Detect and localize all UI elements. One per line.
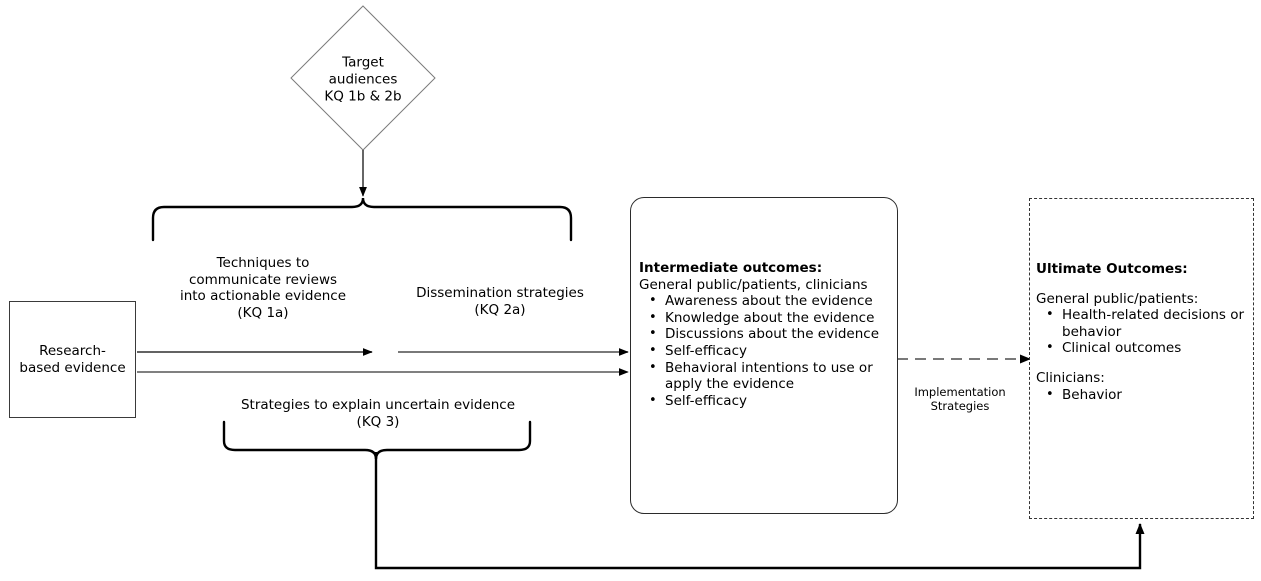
list-item: Behavioral intentions to use or apply th… bbox=[649, 360, 891, 393]
techniques-line4: (KQ 1a) bbox=[237, 304, 289, 321]
target-audiences-node: Target audiences KQ 1b & 2b bbox=[291, 5, 435, 151]
target-audiences-line1: Target bbox=[342, 54, 384, 71]
techniques-line2: communicate reviews bbox=[188, 271, 338, 288]
ultimate-outcomes-content: Ultimate Outcomes: General public/patien… bbox=[1036, 261, 1247, 403]
list-item: Behavior bbox=[1046, 387, 1247, 404]
intermediate-outcomes-subheader: General public/patients, clinicians bbox=[639, 276, 868, 293]
intermediate-outcomes-header: Intermediate outcomes: bbox=[639, 260, 823, 276]
top-curly-brace bbox=[151, 197, 573, 242]
dissemination-line1: Dissemination strategies bbox=[416, 285, 584, 301]
implementation-line1: Implementation bbox=[914, 385, 1006, 399]
spacer bbox=[1036, 357, 1247, 370]
list-item: Discussions about the evidence bbox=[649, 326, 891, 343]
implementation-line2: Strategies bbox=[930, 399, 990, 413]
dissemination-line2: (KQ 2a) bbox=[474, 301, 526, 318]
ultimate-outcomes-box: Ultimate Outcomes: General public/patien… bbox=[1029, 198, 1254, 519]
list-item: Knowledge about the evidence bbox=[649, 310, 891, 327]
list-item: Awareness about the evidence bbox=[649, 293, 891, 310]
implementation-strategies-label: Implementation Strategies bbox=[905, 385, 1015, 413]
target-audiences-line3: KQ 1b & 2b bbox=[324, 88, 402, 105]
dissemination-label: Dissemination strategies (KQ 2a) bbox=[405, 285, 595, 318]
strategies-line2: (KQ 3) bbox=[356, 413, 400, 430]
list-item: Self-efficacy bbox=[649, 393, 891, 410]
research-line1: Research- bbox=[39, 342, 106, 359]
intermediate-outcomes-content: Intermediate outcomes: General public/pa… bbox=[639, 260, 891, 409]
ultimate-outcomes-group2-label: Clinicians: bbox=[1036, 369, 1105, 386]
target-audiences-line2: audiences bbox=[328, 71, 398, 88]
strategies-line1: Strategies to explain uncertain evidence bbox=[240, 397, 516, 413]
strategies-label: Strategies to explain uncertain evidence… bbox=[213, 397, 543, 430]
research-based-evidence-box: Research- based evidence bbox=[9, 301, 136, 418]
spacer bbox=[1036, 278, 1247, 291]
ultimate-outcomes-group1-list: Health-related decisions or behavior Cli… bbox=[1036, 307, 1247, 357]
techniques-label: Techniques to communicate reviews into a… bbox=[168, 255, 358, 321]
target-audiences-label: Target audiences KQ 1b & 2b bbox=[291, 55, 435, 106]
list-item: Health-related decisions or behavior bbox=[1046, 307, 1247, 340]
list-item: Self-efficacy bbox=[649, 343, 891, 360]
ultimate-outcomes-header: Ultimate Outcomes: bbox=[1036, 261, 1188, 277]
intermediate-outcomes-box: Intermediate outcomes: General public/pa… bbox=[630, 197, 898, 514]
techniques-line3: into actionable evidence bbox=[179, 288, 347, 304]
ultimate-outcomes-group2-list: Behavior bbox=[1036, 387, 1247, 404]
ultimate-outcomes-group1-label: General public/patients: bbox=[1036, 290, 1199, 307]
research-based-evidence-label: Research- based evidence bbox=[10, 343, 135, 377]
research-line2: based evidence bbox=[19, 359, 126, 376]
list-item: Clinical outcomes bbox=[1046, 340, 1247, 357]
techniques-line1: Techniques to bbox=[216, 255, 310, 271]
intermediate-outcomes-list: Awareness about the evidence Knowledge a… bbox=[639, 293, 891, 409]
